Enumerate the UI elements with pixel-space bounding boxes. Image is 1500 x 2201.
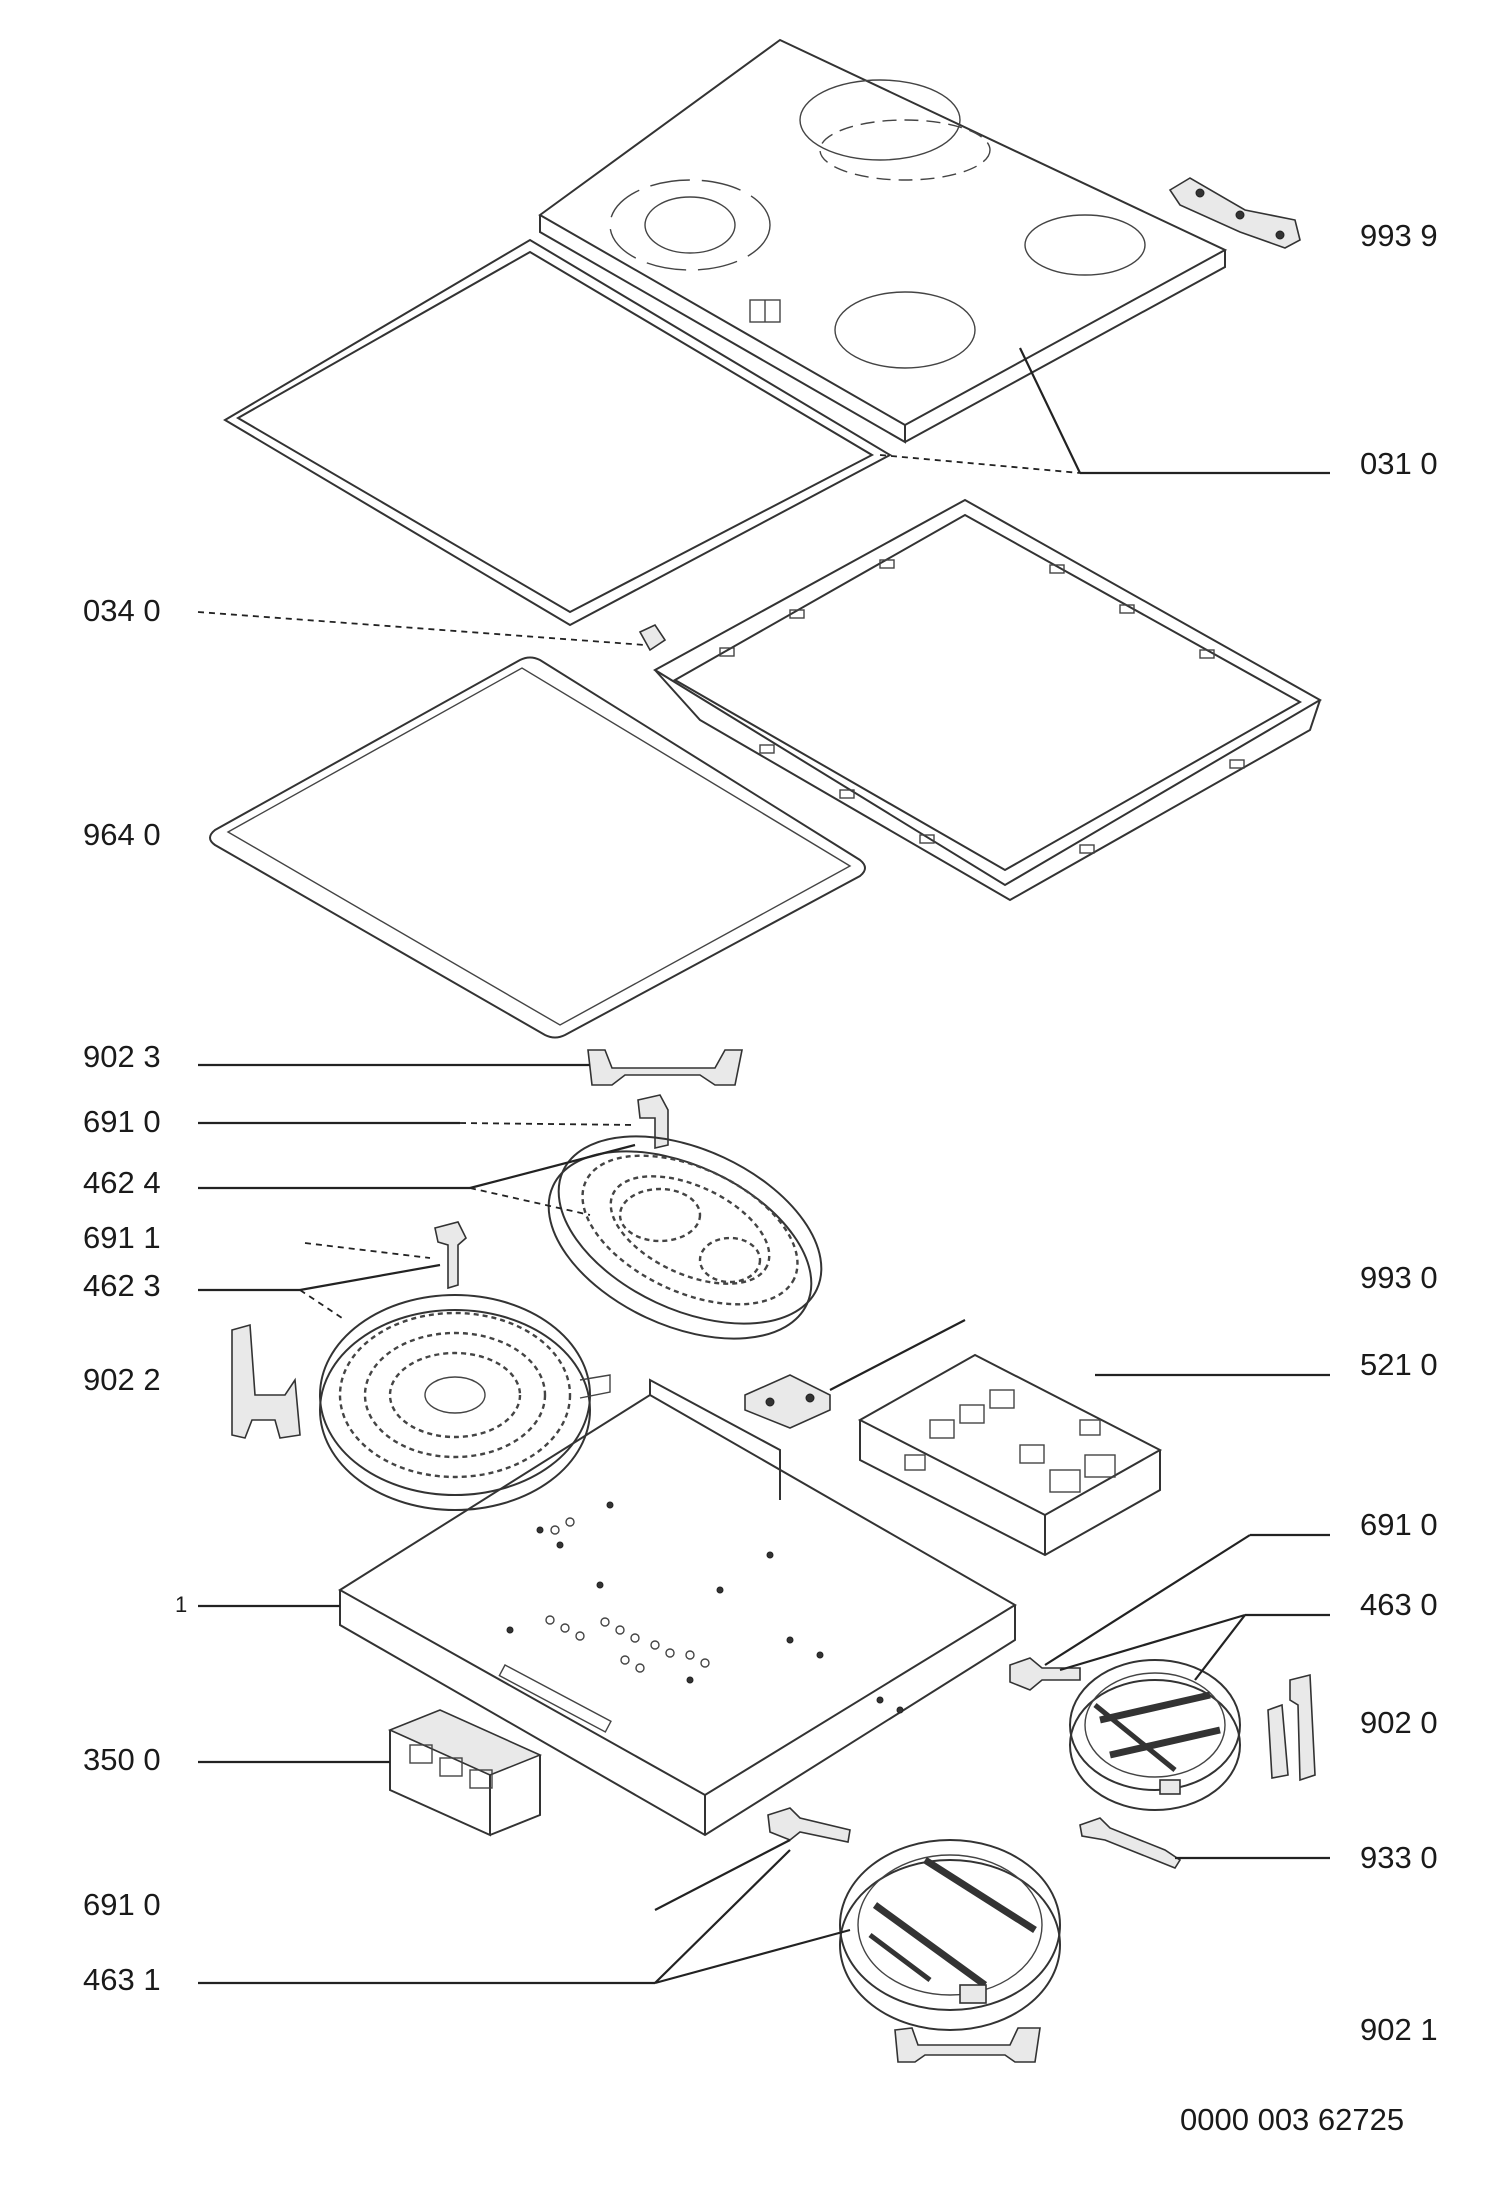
glass-seal-frame xyxy=(223,238,893,627)
label-4630: 463 0 xyxy=(1360,1587,1438,1622)
label-1: 1 xyxy=(175,1592,187,1617)
label-9930: 993 0 xyxy=(1360,1260,1438,1295)
label-9640: 964 0 xyxy=(83,817,161,852)
ceramic-glass-top xyxy=(538,38,1228,444)
label-9023: 902 3 xyxy=(83,1039,161,1074)
sensor-6911 xyxy=(434,1221,467,1290)
sensor-9330 xyxy=(1079,1817,1182,1869)
bracket-9021 xyxy=(894,2027,1041,2063)
label-4624: 462 4 xyxy=(83,1165,161,1200)
cooktop-frame xyxy=(653,498,1323,902)
clip-0340 xyxy=(638,623,667,652)
label-5210: 521 0 xyxy=(1360,1347,1438,1382)
plate-9930 xyxy=(744,1374,831,1429)
label-6910-b: 691 0 xyxy=(1360,1507,1438,1542)
oval-heater-4624 xyxy=(547,1135,823,1340)
label-4623: 462 3 xyxy=(83,1268,161,1303)
sensor-6910-bottom xyxy=(767,1807,851,1843)
drawing-number: 0000 003 62725 xyxy=(1180,2102,1404,2137)
label-9330: 933 0 xyxy=(1360,1840,1438,1875)
label-0340: 034 0 xyxy=(83,593,161,628)
gasket-9640 xyxy=(209,656,866,1039)
label-6911: 691 1 xyxy=(83,1220,161,1255)
label-9021: 902 1 xyxy=(1360,2012,1438,2047)
halogen-heater-4631 xyxy=(839,1839,1061,2031)
sensor-6910-top xyxy=(637,1094,669,1150)
bracket-9939 xyxy=(1168,177,1301,249)
bracket-9023 xyxy=(587,1049,743,1086)
control-module-5210 xyxy=(857,1353,1163,1557)
label-6910-c: 691 0 xyxy=(83,1887,161,1922)
base-chassis xyxy=(338,1378,1017,1837)
leader-lines xyxy=(197,347,1330,1985)
label-9022: 902 2 xyxy=(83,1362,161,1397)
label-9020: 902 0 xyxy=(1360,1705,1438,1740)
bracket-9020 xyxy=(1267,1673,1316,1782)
sensor-6910-right xyxy=(1009,1657,1081,1691)
bracket-9022 xyxy=(231,1323,301,1439)
label-4631: 463 1 xyxy=(83,1962,161,1997)
label-6910-a: 691 0 xyxy=(83,1104,161,1139)
halogen-heater-4630 xyxy=(1069,1659,1241,1811)
label-0310: 031 0 xyxy=(1360,446,1438,481)
terminal-block-3500 xyxy=(387,1709,543,1837)
label-9939: 993 9 xyxy=(1360,218,1438,253)
part-labels: 993 9 031 0 034 0 964 0 902 3 691 0 462 … xyxy=(83,218,1438,2137)
label-3500: 350 0 xyxy=(83,1742,161,1777)
round-heater-4623 xyxy=(319,1294,611,1511)
